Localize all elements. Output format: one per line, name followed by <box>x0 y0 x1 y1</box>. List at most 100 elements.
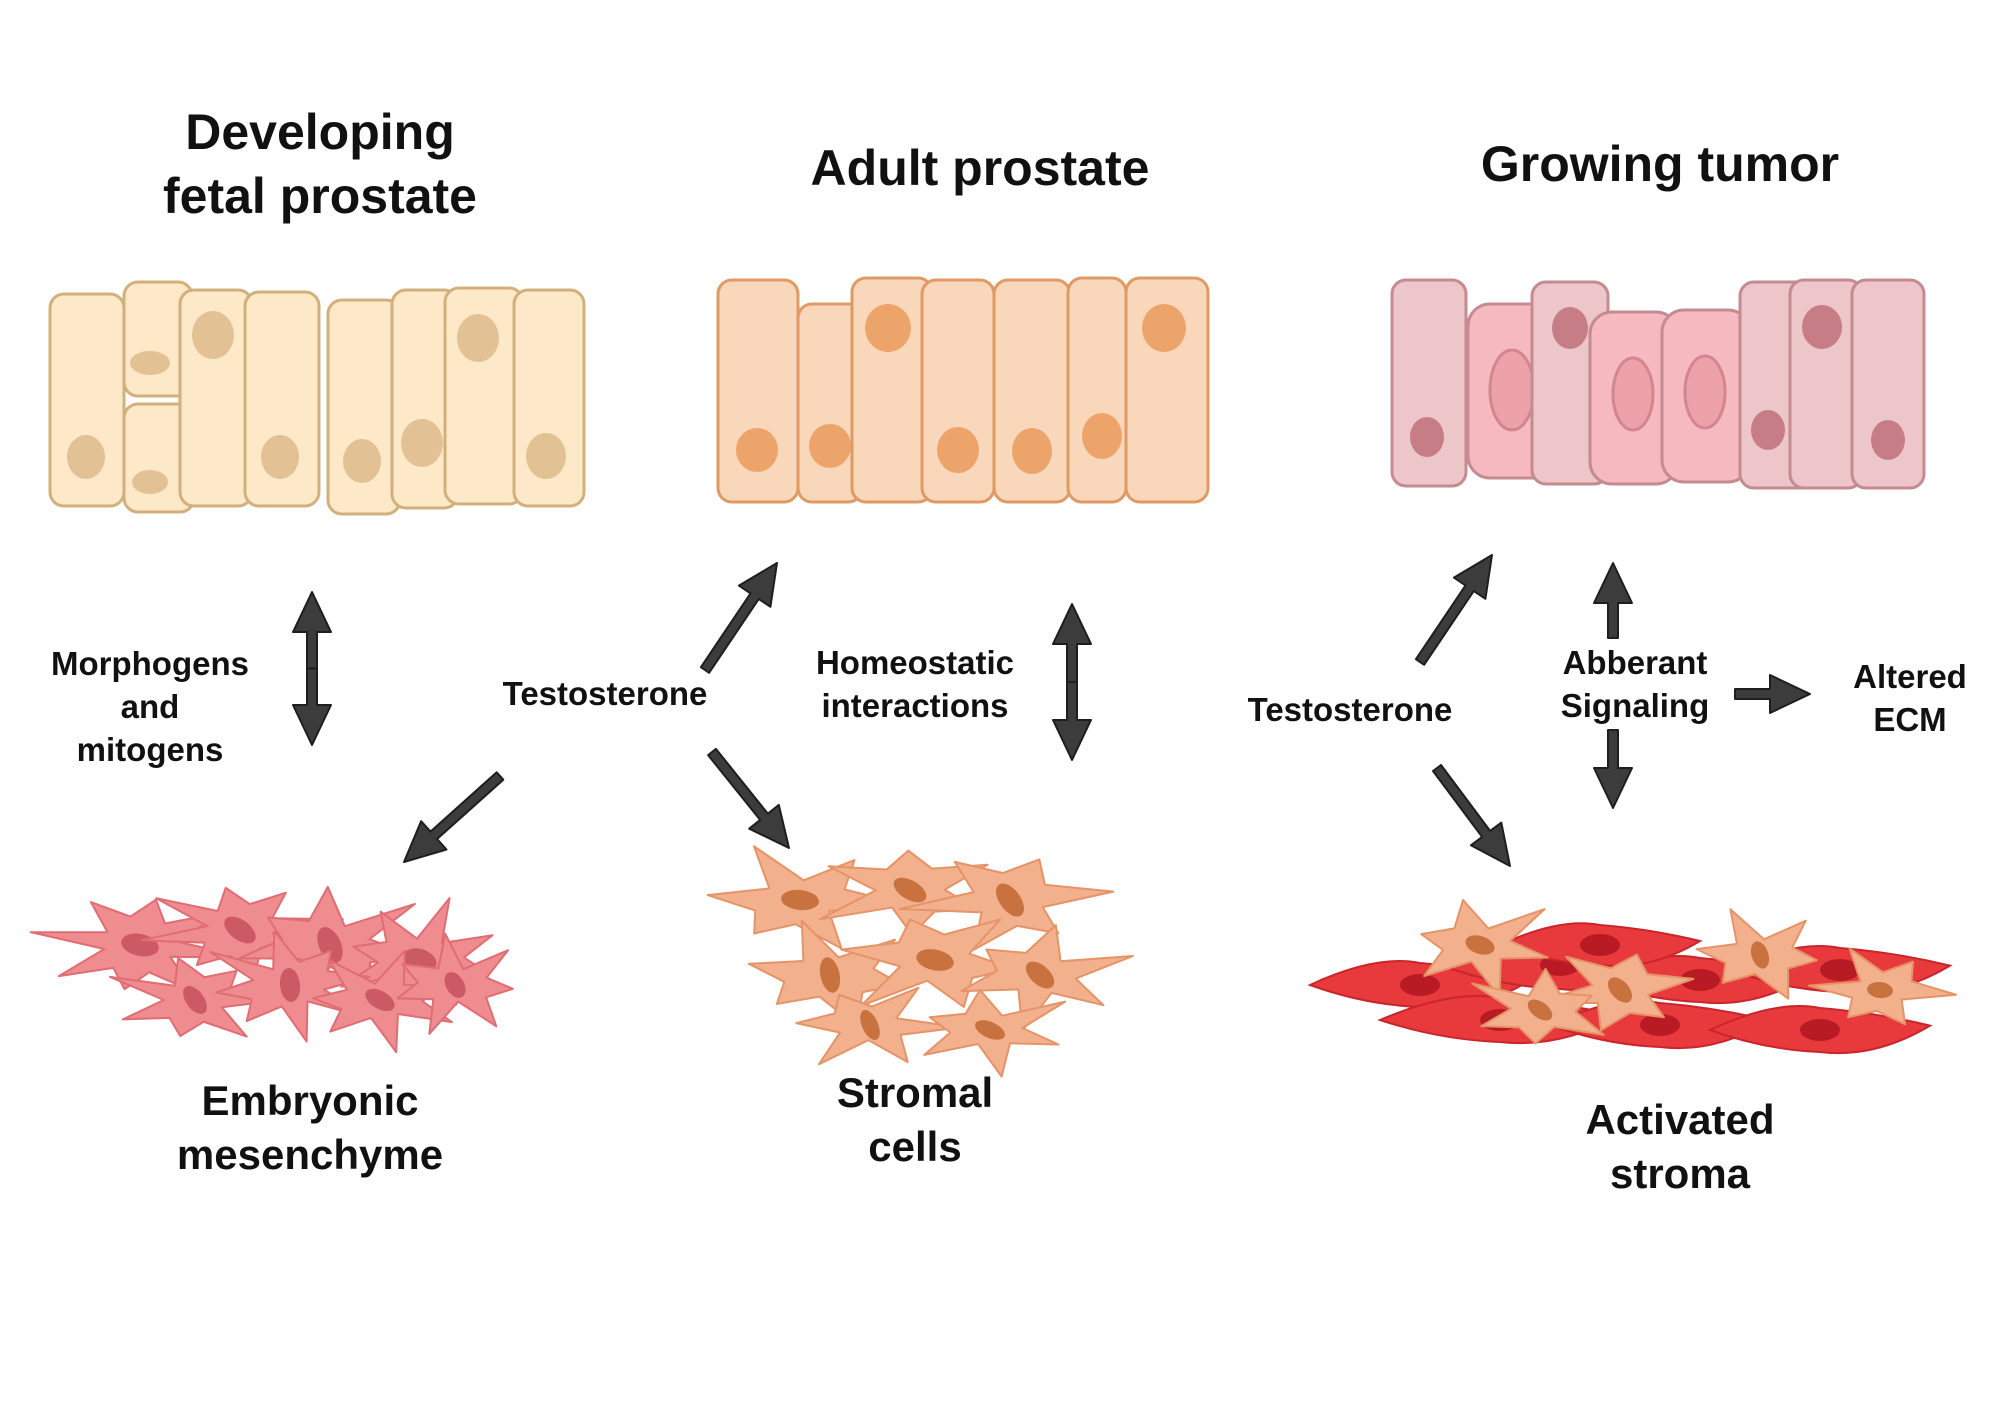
title-tumor-line: Growing tumor <box>1480 136 1840 192</box>
cell-nucleus <box>1640 1014 1680 1036</box>
label-embryonic-mesenchyme: Embryonic mesenchyme <box>130 1074 490 1182</box>
cell-nucleus <box>1025 961 1055 989</box>
label-altered-ecm-line-1: Altered <box>1853 658 1967 695</box>
cell-nucleus <box>1607 977 1633 1003</box>
cell-nucleus <box>1527 999 1553 1021</box>
cell-nucleus <box>860 1010 880 1040</box>
label-testosterone-left: Testosterone <box>470 672 740 715</box>
cell-nucleus <box>781 889 819 911</box>
cell-nucleus <box>1820 959 1860 981</box>
cell-nucleus <box>819 957 841 993</box>
arrow-testosterone-to-mesenchyme <box>403 771 505 863</box>
cell-nucleus <box>132 470 168 494</box>
epithelial-cell <box>1850 278 1926 490</box>
cell-nucleus <box>261 435 299 479</box>
cell-nucleus <box>1082 413 1122 459</box>
cell-nucleus <box>1680 969 1720 991</box>
cell-nucleus <box>1611 356 1655 432</box>
label-testosterone-right: Testosterone <box>1215 688 1485 731</box>
label-morphogens-line-2: and <box>120 688 180 725</box>
arrow-signaling-down <box>1593 729 1633 809</box>
arrow-signaling-up <box>1593 562 1633 639</box>
cell-nucleus <box>1751 410 1785 450</box>
arrow-testosterone-to-activated-stroma <box>1432 764 1511 867</box>
cell-nucleus <box>809 424 851 468</box>
cell-nucleus <box>1142 304 1186 352</box>
label-stromal-line-2: cells <box>868 1123 962 1170</box>
arrow-testosterone-to-stroma <box>707 747 790 849</box>
cell-nucleus <box>365 988 395 1012</box>
label-abberant-line-1: Abberant <box>1562 644 1708 681</box>
label-activated-stroma: Activated stroma <box>1530 1093 1830 1201</box>
cell-nucleus <box>67 435 105 479</box>
cell-nucleus <box>975 1020 1005 1040</box>
arrow-signaling-to-ecm <box>1734 674 1811 714</box>
title-fetal-prostate: Developing fetal prostate <box>110 100 530 228</box>
cell-nucleus <box>916 949 954 971</box>
title-adult-line: Adult prostate <box>810 140 1150 196</box>
arrow-testosterone-to-tumor-epithelium <box>1414 554 1493 666</box>
label-testosterone-left-text: Testosterone <box>502 675 708 712</box>
cell-nucleus <box>1800 1019 1840 1041</box>
cell-nucleus <box>401 419 443 467</box>
arrow-morphogens-down <box>292 667 332 746</box>
cell-nucleus <box>1802 305 1842 349</box>
cell-nucleus <box>1552 307 1588 349</box>
label-altered-ecm-line-2: ECM <box>1873 701 1947 738</box>
mesenchyme-cells-icon <box>29 885 514 1054</box>
cell-nucleus <box>457 314 499 362</box>
activated-stroma-icon <box>1307 899 1957 1055</box>
cell-nucleus <box>996 883 1024 917</box>
cell-nucleus <box>1410 417 1444 457</box>
arrow-homeostatic-up <box>1052 603 1092 683</box>
label-homeostatic-line-1: Homeostatic <box>815 644 1015 681</box>
cell-nucleus <box>343 439 381 483</box>
cell-nucleus <box>893 877 927 903</box>
label-altered-ecm: Altered ECM <box>1830 655 1990 741</box>
cell-nucleus <box>1867 981 1893 999</box>
cell-nucleus <box>1750 941 1770 969</box>
stromal-cells-icon <box>706 845 1134 1078</box>
cell-nucleus <box>1012 428 1052 474</box>
cell-nucleus <box>937 427 979 473</box>
label-morphogens-line-3: mitogens <box>76 731 224 768</box>
label-stromal-cells: Stromal cells <box>770 1066 1060 1174</box>
arrow-morphogens-up <box>292 591 332 670</box>
arrow-homeostatic-down <box>1052 681 1092 761</box>
cell-nucleus <box>736 428 778 472</box>
title-growing-tumor: Growing tumor <box>1420 132 1900 196</box>
cell-nucleus <box>444 972 466 998</box>
label-testosterone-right-text: Testosterone <box>1247 691 1453 728</box>
adult-epithelium-icon <box>716 276 1210 504</box>
label-embryonic-line-1: Embryonic <box>201 1077 419 1124</box>
label-abberant-line-2: Signaling <box>1560 687 1710 724</box>
label-homeostatic-line-2: interactions <box>821 687 1009 724</box>
tumor-epithelium-icon <box>1390 278 1926 490</box>
cell-nucleus <box>1488 348 1536 432</box>
label-activated-line-1: Activated <box>1585 1096 1775 1143</box>
cell-nucleus <box>1465 935 1495 955</box>
label-embryonic-line-2: mesenchyme <box>176 1131 444 1178</box>
fetal-epithelium-icon <box>48 280 586 516</box>
label-stromal-line-1: Stromal <box>836 1069 994 1116</box>
cell-nucleus <box>1683 354 1727 430</box>
cell-nucleus <box>279 968 301 1002</box>
cell-nucleus <box>192 311 234 359</box>
cell-nucleus <box>865 304 911 352</box>
title-fetal-line-2: fetal prostate <box>163 168 477 224</box>
label-homeostatic-interactions: Homeostatic interactions <box>790 641 1040 727</box>
cell-nucleus <box>1871 420 1905 460</box>
arrow-testosterone-to-adult-epithelium <box>699 562 778 674</box>
title-fetal-line-1: Developing <box>185 104 455 160</box>
epithelial-cell <box>1066 276 1128 504</box>
cell-nucleus <box>526 433 566 479</box>
arrows-layer <box>292 554 1811 867</box>
title-adult-prostate: Adult prostate <box>740 136 1220 200</box>
label-abberant-signaling: Abberant Signaling <box>1520 641 1750 727</box>
cell-nucleus <box>1580 934 1620 956</box>
label-morphogens-line-1: Morphogens <box>51 645 249 682</box>
label-morphogens-mitogens: Morphogens and mitogens <box>20 642 280 771</box>
label-activated-line-2: stroma <box>1609 1150 1751 1197</box>
